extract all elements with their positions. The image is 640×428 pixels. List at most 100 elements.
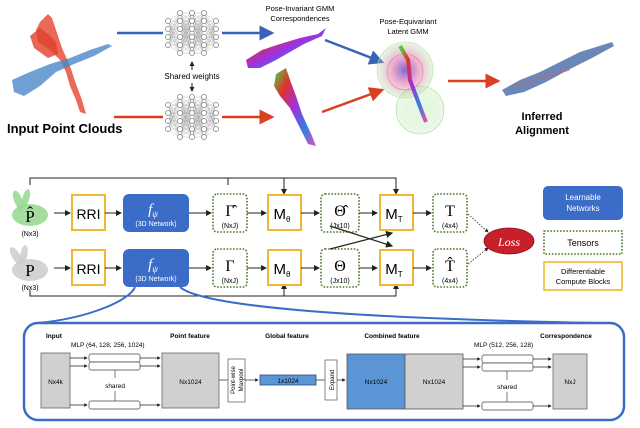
t-tensor-bottom [432, 248, 468, 288]
nn-edge [167, 12, 181, 38]
gmm-points [398, 45, 428, 123]
theta-hat-tensor [320, 193, 360, 233]
network-block-bottom [123, 249, 189, 287]
nn-node [177, 34, 183, 40]
nn-node [177, 110, 183, 116]
nn-node [177, 42, 183, 48]
point-feature-label: Nx1024 [179, 379, 202, 386]
nn-node [201, 94, 207, 100]
inferred-alignment-visual [502, 42, 614, 96]
nn-edge [191, 12, 205, 46]
mlp1-layer-n [88, 400, 141, 410]
nn-node [189, 118, 195, 124]
nn-edge [203, 104, 217, 130]
legend-learnable-2: Networks [566, 204, 599, 213]
nn-edge [167, 12, 181, 30]
nn-edge [167, 20, 181, 46]
correspondence-block [552, 353, 588, 410]
nn-edge [179, 104, 193, 138]
nn-edge [179, 20, 193, 54]
red-cloud-body [30, 28, 58, 58]
nn-node [165, 42, 171, 48]
nn-node [201, 18, 207, 24]
loss-arrow-top [467, 213, 489, 233]
nn-node [213, 26, 219, 32]
nn-edge [179, 28, 193, 54]
nn-edge [167, 96, 181, 130]
network-symbol-top: fψ [148, 202, 158, 219]
point-feature-header: Point feature [170, 333, 210, 340]
nn-edge [179, 36, 193, 54]
theta-symbol: Θ [334, 258, 346, 275]
nn-node [165, 118, 171, 124]
nn-node [201, 110, 207, 116]
nn-node [165, 34, 171, 40]
global-feature-header: Global feature [265, 333, 309, 340]
theta-shape: (Jx10) [330, 278, 349, 285]
nn-edge [191, 104, 205, 138]
correspondence-header: Correspondence [540, 333, 592, 340]
nn-node [213, 18, 219, 24]
input-shape-top: (Nx3) [21, 231, 38, 238]
combined-block-global-label: Nx1024 [365, 379, 388, 386]
mlp1-layer-2 [88, 361, 141, 371]
red-arrow-to-gmm [321, 87, 385, 114]
pipeline-top-row: P̂ (Nx3) RRI fψ (3D Network) Γ̂ (NxJ) Mθ… [12, 189, 468, 238]
input-label: Input Point Clouds [7, 121, 123, 136]
nn-node [189, 42, 195, 48]
network-caption-top: (3D Network) [135, 221, 176, 228]
theta-tensor [320, 248, 360, 288]
corr-label-1: Pose-Invariant GMM [266, 4, 335, 13]
shared1-label: shared [105, 383, 125, 390]
cross-arrow-up [329, 231, 394, 250]
aligned-cloud-red [513, 69, 571, 87]
nn-node [201, 102, 207, 108]
nn-edge [167, 104, 181, 130]
legend-compute-swatch [543, 261, 623, 291]
nn-edge [203, 120, 217, 138]
input-header: Input [46, 333, 63, 340]
latent-gmm-label-2: Latent GMM [387, 27, 428, 36]
nn-node [189, 94, 195, 100]
nn-node [165, 126, 171, 132]
legend-tensors-swatch [543, 230, 623, 255]
global-feature-label: 1x1024 [277, 378, 299, 385]
nn-node [213, 126, 219, 132]
legend-compute-2: Compute Blocks [556, 277, 611, 286]
nn-node [165, 26, 171, 32]
nn-node [177, 18, 183, 24]
nn-edge [167, 96, 181, 114]
nn-edge [179, 96, 193, 114]
nn-edge [191, 12, 205, 30]
nn-node [201, 126, 207, 132]
wire-top-skip [29, 177, 229, 185]
combined-feature-header: Combined feature [364, 333, 420, 340]
neural-network-bottom [165, 94, 219, 140]
mlp2-group: MLP (512, 256, 128) shared [463, 342, 552, 411]
network-caption-bottom: (3D Network) [135, 276, 176, 283]
latent-gmm-label-1: Pose-Equivariant [379, 17, 437, 26]
nn-node [201, 134, 207, 140]
combined-block-point [404, 353, 464, 410]
nn-edge [191, 28, 205, 54]
nn-node [189, 110, 195, 116]
mlp1-group: shared [70, 353, 161, 410]
nn-edge [167, 112, 181, 130]
t-shape-bottom: (4x4) [442, 278, 458, 285]
cross-arrow-down [329, 225, 394, 248]
correspondence-clouds [246, 28, 326, 146]
nn-node [189, 18, 195, 24]
legend-tensors: Tensors [567, 238, 599, 248]
nn-node [189, 126, 195, 132]
nn-node [213, 42, 219, 48]
t-symbol-bottom: T̂ [445, 256, 455, 275]
t-symbol-top: T [445, 203, 455, 220]
m-theta-label-bottom: Mθ [274, 261, 292, 279]
nn-node [201, 118, 207, 124]
nn-node [213, 102, 219, 108]
m-t-label-top: MT [385, 206, 403, 224]
nn-node [177, 118, 183, 124]
mlp2-layer-2 [481, 362, 534, 372]
m-theta-label-top: Mθ [274, 206, 292, 224]
